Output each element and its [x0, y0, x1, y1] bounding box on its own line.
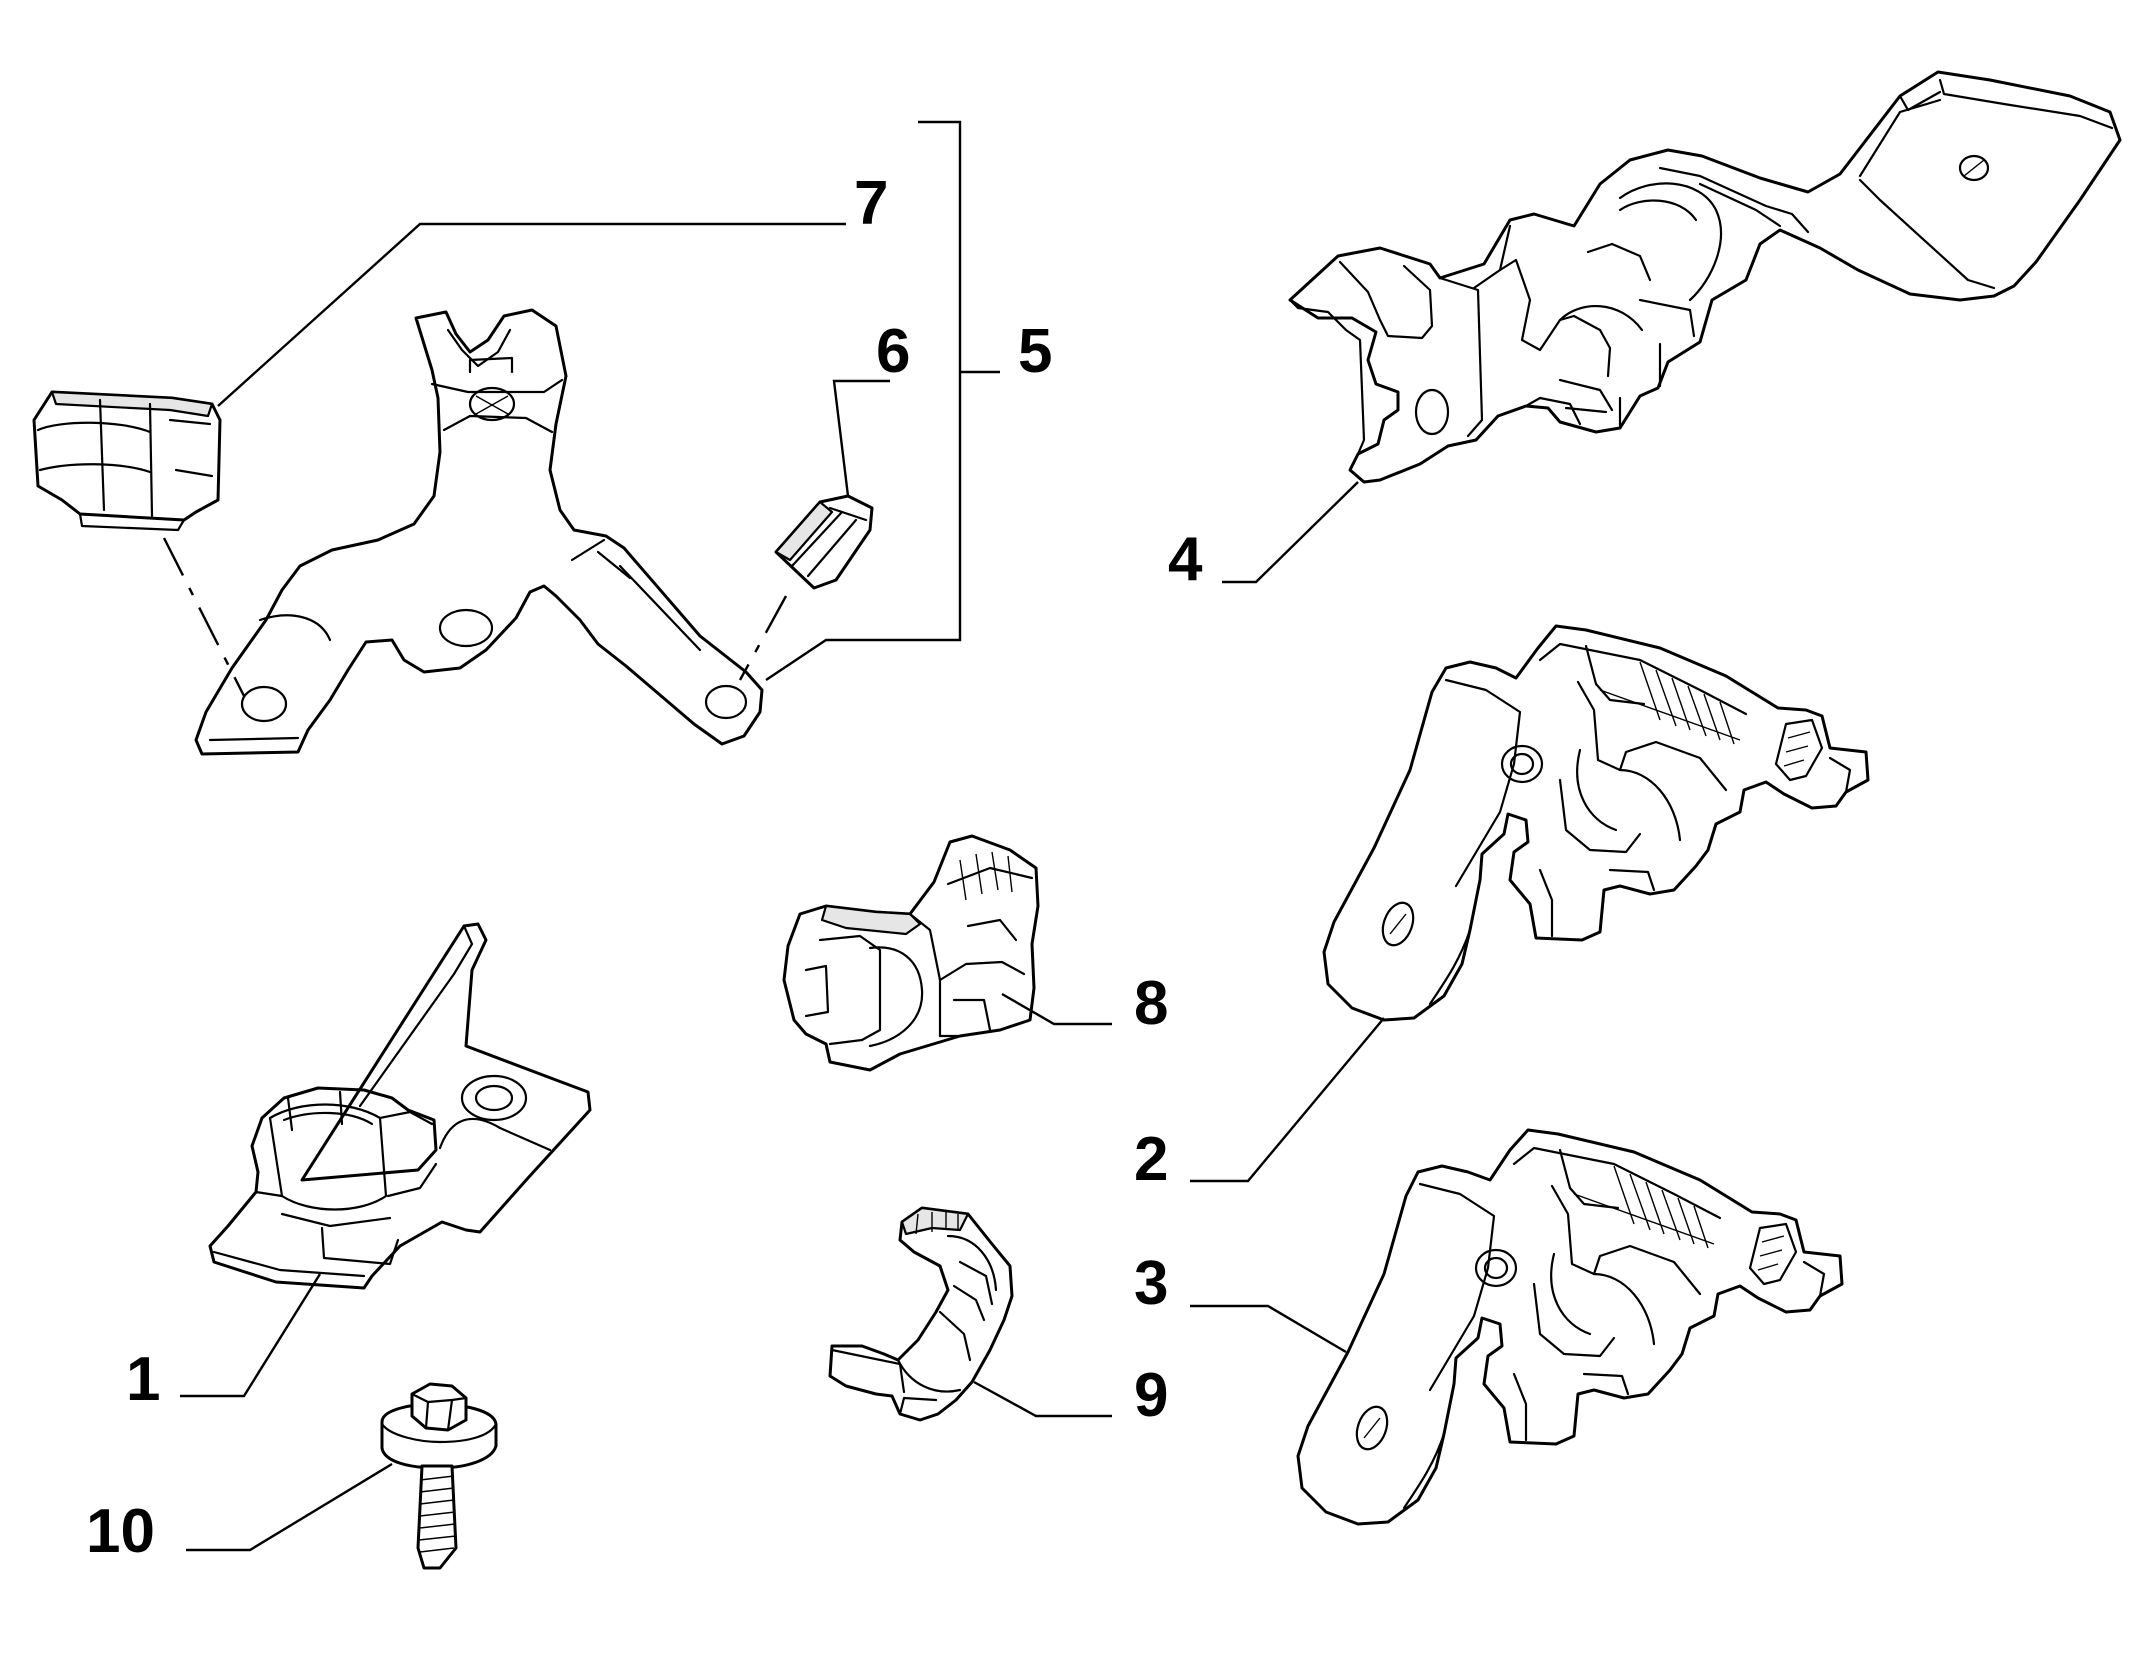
part-9-clip [828, 1206, 1014, 1422]
callout-7: 7 [854, 169, 888, 238]
leader-1 [180, 1273, 322, 1398]
leader-lines [162, 120, 1385, 1552]
part-10-bolt [380, 1382, 498, 1570]
callout-3: 3 [1134, 1249, 1168, 1318]
callout-4: 4 [1168, 525, 1203, 594]
callout-5: 5 [1018, 317, 1052, 386]
leader-8 [1001, 992, 1112, 1026]
part-8-clip [782, 834, 1040, 1072]
part-6-insert [774, 494, 874, 590]
leader-4 [1222, 481, 1359, 584]
callout-labels: 7 6 5 4 8 2 3 9 1 10 [86, 169, 1203, 1566]
callout-6: 6 [876, 317, 910, 386]
leader-2 [1190, 1017, 1385, 1183]
part-1-bracket [208, 922, 592, 1290]
callout-10: 10 [86, 1497, 155, 1566]
part-3-bracket [1296, 1128, 1844, 1526]
leader-3 [1190, 1304, 1347, 1354]
callout-8: 8 [1134, 969, 1168, 1038]
part-4-bracket [1288, 70, 2122, 484]
callout-1: 1 [126, 1345, 160, 1414]
leader-9 [973, 1380, 1112, 1418]
part-2-bracket [1322, 624, 1870, 1022]
callout-2: 2 [1134, 1125, 1168, 1194]
part-5-bracket [194, 308, 764, 756]
part-7-clip [32, 390, 222, 532]
callout-9: 9 [1134, 1361, 1168, 1430]
leader-7 [217, 222, 846, 407]
leader-6 [832, 379, 890, 497]
leader-7-dashed [162, 537, 246, 697]
leader-6-dashed [738, 595, 788, 681]
leader-10 [186, 1462, 393, 1552]
leader-5-bracket [765, 120, 962, 681]
